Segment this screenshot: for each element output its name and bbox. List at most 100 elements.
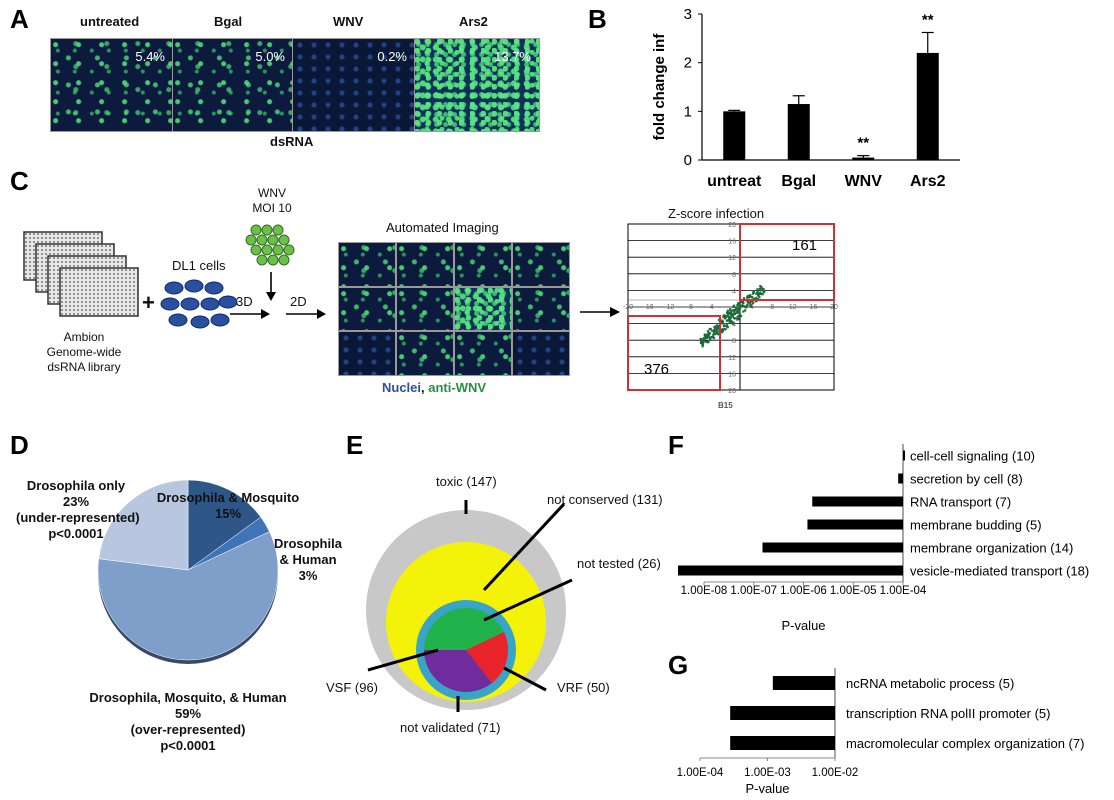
zscore-point <box>758 287 761 290</box>
zscore-point <box>735 311 739 314</box>
imaging-grid <box>338 242 570 376</box>
category-label: vesicle-mediated transport (18) <box>910 564 1089 579</box>
zscore-y-tick: 20 <box>728 388 736 395</box>
zscore-point <box>728 320 731 323</box>
zscore-y-tick: 16 <box>728 239 736 246</box>
slice-label-drosophila-only: Drosophila only 23% (under-represented) … <box>16 478 140 541</box>
library-label: Ambion Genome-wide dsRNA library <box>46 330 122 374</box>
category-label: secretion by cell (8) <box>910 472 1023 487</box>
zscore-point <box>734 307 738 311</box>
zscore-point <box>731 309 735 312</box>
zscore-point <box>704 334 707 337</box>
zscore-point <box>743 309 747 312</box>
zscore-point <box>731 314 735 317</box>
zscore-point <box>756 290 759 294</box>
imaging-tile <box>396 331 454 376</box>
zscore-point <box>738 315 741 318</box>
zscore-point <box>729 308 732 312</box>
upregulated-count: 161 <box>792 237 817 254</box>
dl1-cells-label: DL1 cells <box>172 258 226 273</box>
not-validated-region <box>424 650 492 693</box>
zscore-point <box>734 306 738 309</box>
zscore-point <box>725 314 728 318</box>
zscore-point <box>755 296 758 299</box>
category-label: membrane budding (5) <box>910 518 1042 533</box>
zscore-point <box>738 311 741 314</box>
zscore-point <box>699 341 703 344</box>
zscore-point <box>742 310 745 313</box>
zscore-point <box>738 304 741 307</box>
imaging-tile <box>338 331 396 376</box>
zscore-point <box>705 336 709 339</box>
zscore-point <box>715 328 718 331</box>
zscore-point <box>730 319 733 323</box>
zscore-x-tick: 8 <box>770 304 774 311</box>
zscore-x-tick: -12 <box>664 304 674 311</box>
automated-imaging-title: Automated Imaging <box>386 220 499 235</box>
legend-nuclei: Nuclei <box>382 380 422 395</box>
category-label: membrane organization (14) <box>910 541 1073 556</box>
zscore-point <box>711 329 714 332</box>
arrow-right-icon <box>230 309 270 319</box>
zscore-x-tick: -20 <box>623 304 633 311</box>
legend-separator: , <box>421 380 429 395</box>
zscore-y-tick: 20 <box>728 222 736 229</box>
zscore-point <box>750 300 753 303</box>
vsf-region-b <box>424 608 466 650</box>
zscore-point <box>713 328 716 332</box>
zscore-point <box>714 329 717 333</box>
zscore-x-tick: -16 <box>644 304 654 311</box>
step-2d-label: 2D <box>290 294 307 309</box>
zscore-point <box>745 296 749 299</box>
bar <box>807 519 903 530</box>
panel-label-c: C <box>10 166 29 196</box>
value-tick-label: 1.00E-05 <box>830 585 877 597</box>
zscore-point <box>721 329 725 332</box>
zscore-point <box>717 326 721 329</box>
imaging-tile <box>512 287 570 331</box>
virus-icon <box>245 224 295 266</box>
x-tick-label: Ars2 <box>910 173 946 190</box>
label-vrf: VRF (50) <box>557 680 610 695</box>
chart-g: ncRNA metabolic process (5)transcription… <box>677 668 1084 796</box>
imaging-tile <box>338 287 396 331</box>
zscore-point <box>717 324 720 328</box>
zscore-point <box>710 335 714 339</box>
infection-percent: 0.2% <box>377 49 407 64</box>
zscore-point <box>724 328 727 331</box>
pie-slice <box>97 531 279 661</box>
zscore-point <box>761 288 765 292</box>
zscore-point <box>725 324 729 327</box>
bar-bgal <box>787 104 810 160</box>
zscore-point <box>729 312 733 315</box>
bar <box>812 496 903 507</box>
zscore-point <box>732 322 735 325</box>
zscore-point <box>737 314 740 318</box>
zscore-point <box>732 305 735 308</box>
zscore-point <box>733 317 736 320</box>
value-tick-label: 1.00E-08 <box>681 585 728 597</box>
vsf-region-a <box>466 608 504 650</box>
bar <box>730 736 835 750</box>
x-tick-label: WNV <box>845 173 883 190</box>
zscore-point <box>740 314 743 318</box>
imaging-tile <box>454 242 512 287</box>
zscore-point <box>702 336 706 340</box>
zscore-x-tick: 4 <box>750 304 754 311</box>
zscore-point <box>752 302 755 305</box>
zscore-point <box>726 309 729 312</box>
zscore-point <box>738 312 741 316</box>
slice-label-all-three: Drosophila, Mosquito, & Human 59% (over-… <box>89 690 287 753</box>
zscore-point <box>712 337 715 340</box>
column-label-untreated: untreated <box>80 14 140 29</box>
zscore-point <box>727 315 730 318</box>
downregulated-count: 376 <box>644 361 669 378</box>
label-not-tested: not tested (26) <box>577 556 661 571</box>
zscore-point <box>758 296 761 299</box>
plate-label: B15 <box>718 401 733 410</box>
imaging-tile <box>454 331 512 376</box>
bar-ars2 <box>916 52 939 160</box>
bar <box>762 542 903 553</box>
